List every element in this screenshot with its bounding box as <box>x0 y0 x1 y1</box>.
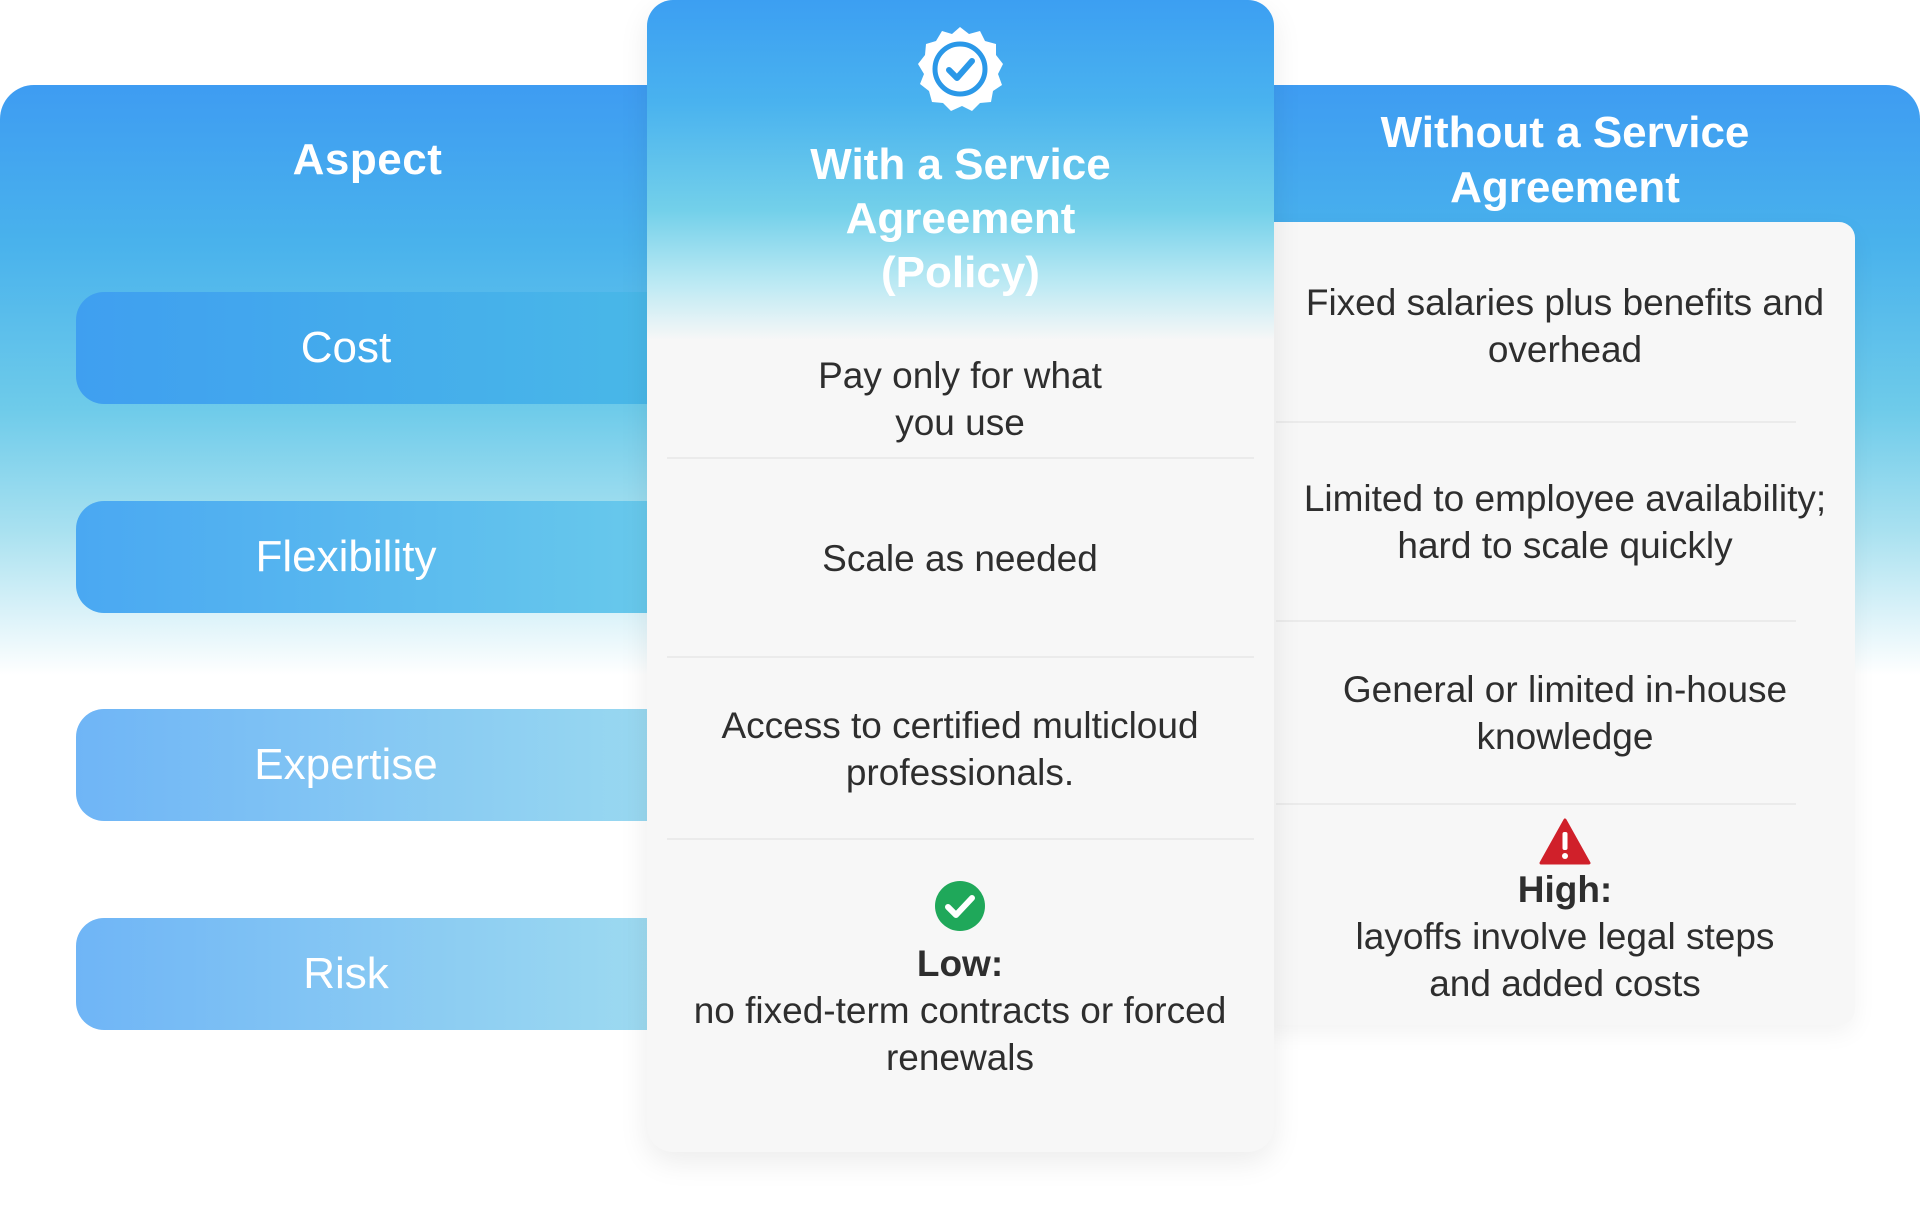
aspect-label: Expertise <box>254 740 438 789</box>
row-divider <box>667 656 1254 658</box>
cell-line: and added costs <box>1429 963 1701 1004</box>
cell-line: layoffs involve legal steps <box>1355 916 1775 957</box>
cell-line: renewals <box>885 1036 1035 1078</box>
cell-line: General or limited in-house <box>1342 669 1788 710</box>
verified-badge-icon <box>918 27 1003 111</box>
aspect-label: Flexibility <box>255 532 437 581</box>
header-line: Agreement <box>845 194 1076 243</box>
row-divider <box>667 457 1254 459</box>
with-agreement-card <box>647 0 1274 1152</box>
cell-line: no fixed-term contracts or forced <box>693 989 1227 1031</box>
aspect-header: Aspect <box>292 135 443 184</box>
cell-line: Scale as needed <box>822 537 1098 579</box>
without-expertise-cell: General or limited in-house knowledge <box>1270 623 1860 803</box>
cell-line: Pay only for what <box>818 355 1102 396</box>
aspect-label: Cost <box>300 323 392 372</box>
cell-line: Fixed salaries plus benefits and <box>1305 282 1825 323</box>
aspect-label: Risk <box>303 949 389 998</box>
without-flexibility-cell: Limited to employee availability; hard t… <box>1270 424 1860 620</box>
risk-level-label: Low: <box>916 942 1004 984</box>
cell-line: hard to scale quickly <box>1397 525 1733 566</box>
with-expertise-cell: Access to certified multicloud professio… <box>660 659 1260 839</box>
header-line: With a Service <box>810 140 1111 189</box>
with-flexibility-cell: Scale as needed <box>660 460 1260 656</box>
with-risk-cell: Low: no fixed-term contracts or forced r… <box>660 870 1260 1090</box>
cell-line: you use <box>895 402 1025 443</box>
cell-line: overhead <box>1487 329 1643 370</box>
cell-line: knowledge <box>1476 716 1654 757</box>
with-cost-cell: Pay only for what you use <box>660 340 1260 458</box>
row-divider <box>667 838 1254 840</box>
header-line: (Policy) <box>881 248 1040 297</box>
without-cost-cell: Fixed salaries plus benefits and overhea… <box>1270 232 1860 420</box>
cell-line: professionals. <box>845 752 1075 793</box>
row-divider <box>1276 421 1796 423</box>
without-agreement-card <box>1260 222 1855 1025</box>
warning-triangle-icon <box>1539 818 1591 865</box>
without-agreement-header: Without a Service Agreement <box>1270 105 1860 215</box>
row-divider <box>1276 620 1796 622</box>
green-check-icon <box>935 880 985 931</box>
header-line: Without a Service <box>1380 108 1750 157</box>
cell-line: Access to certified multicloud <box>721 705 1199 746</box>
with-agreement-header: With a Service Agreement (Policy) <box>647 138 1274 300</box>
without-risk-cell: High: layoffs involve legal steps and ad… <box>1270 805 1860 1020</box>
header-line: Agreement <box>1450 163 1680 212</box>
cell-line: Limited to employee availability; <box>1303 478 1827 519</box>
risk-level-label: High: <box>1517 869 1613 910</box>
row-divider <box>1276 803 1796 805</box>
